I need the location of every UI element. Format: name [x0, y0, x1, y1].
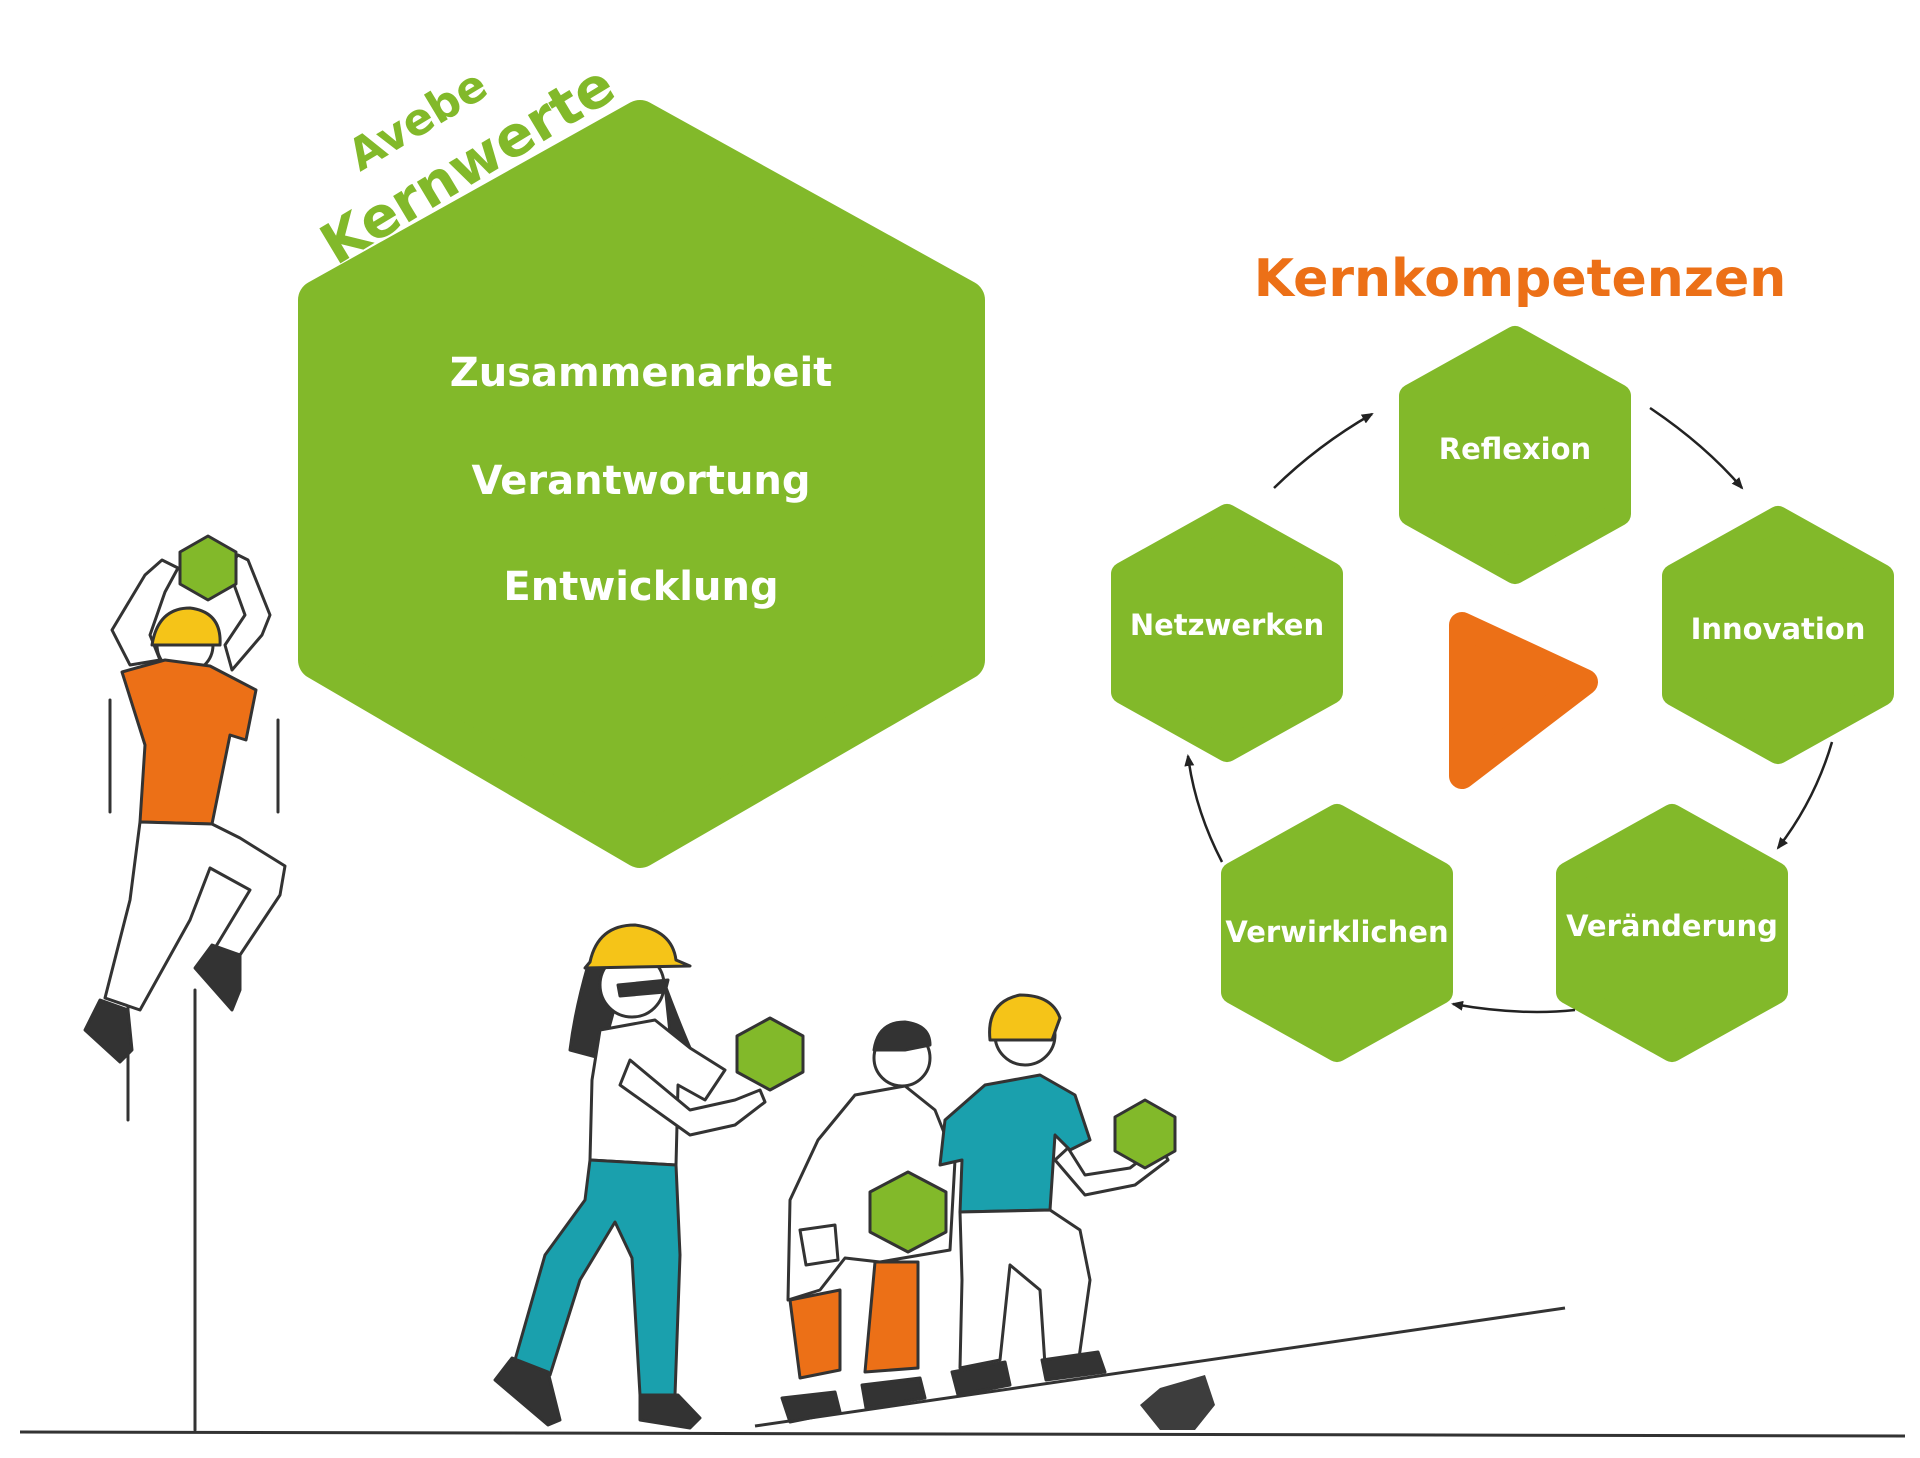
woman-arm	[618, 1058, 767, 1137]
hex-veraenderung	[1556, 804, 1788, 1062]
figure-climber	[83, 534, 287, 1432]
climber-shoe-right	[193, 943, 242, 1012]
teal-man-shirt	[938, 1073, 1092, 1214]
teal-man-hexagon	[1113, 1098, 1177, 1170]
teal-man-trousers	[958, 1208, 1092, 1370]
labcoat-pocket	[798, 1223, 840, 1267]
kompetenz-innovation: Innovation	[1691, 612, 1866, 646]
climber-legs	[103, 820, 287, 1012]
kernwerte-hexagon	[298, 100, 985, 868]
labcoat-trouser-right	[863, 1260, 920, 1374]
woman-shoe-right	[638, 1393, 702, 1430]
kompetenz-veraenderung: Veränderung	[1566, 909, 1778, 943]
kernwert-entwicklung: Entwicklung	[503, 564, 778, 610]
arrow-veraenderung-to-verwirklichen	[1451, 1000, 1576, 1014]
teal-man-helmet	[988, 993, 1062, 1042]
arrow-reflexion-to-innovation	[1649, 406, 1744, 490]
climber-hexagon	[178, 534, 238, 602]
hex-verwirklichen	[1221, 804, 1453, 1062]
labcoat-shoe-right	[860, 1376, 927, 1410]
teal-man-arm	[1053, 1143, 1170, 1197]
hex-reflexion	[1399, 326, 1631, 584]
figure-woman	[493, 923, 805, 1430]
figure-labcoat	[780, 1020, 957, 1424]
labcoat-trouser-left	[788, 1288, 842, 1380]
labcoat-hexagon	[868, 1170, 948, 1254]
woman-helmet	[583, 923, 692, 970]
kompetenz-netzwerken: Netzwerken	[1130, 608, 1324, 642]
arrow-verwirklichen-to-netzwerken	[1184, 754, 1224, 863]
woman-glasses	[616, 978, 670, 998]
labcoat-shoe-left	[780, 1390, 842, 1424]
ground-line	[19, 1430, 1906, 1438]
seesaw-plank	[754, 1306, 1566, 1428]
arrow-netzwerken-to-reflexion	[1273, 412, 1374, 489]
kernkompetenzen-title: Kernkompetenzen	[1254, 249, 1787, 309]
arrow-innovation-to-veraenderung	[1776, 741, 1834, 850]
kernkompetenzen-group: Kernkompetenzen Reflexion Innovation Ver…	[1111, 249, 1894, 1062]
kernwert-verantwortung: Verantwortung	[471, 458, 810, 504]
figure-teal-man	[938, 993, 1177, 1397]
play-icon	[1449, 612, 1598, 789]
teal-man-shoe-left	[950, 1360, 1012, 1397]
climber-shirt	[120, 658, 258, 826]
kernwerte-group: Avebe Kernwerte Zusammenarbeit Verantwor…	[298, 52, 985, 868]
woman-trousers	[513, 1158, 682, 1397]
labcoat-hair	[872, 1020, 932, 1052]
hex-netzwerken	[1111, 504, 1343, 762]
teal-man-shoe-right	[1040, 1350, 1107, 1382]
woman-shoe-left	[493, 1356, 562, 1427]
kernwert-zusammenarbeit: Zusammenarbeit	[450, 350, 833, 396]
climber-helmet	[150, 606, 222, 647]
climber-shoe-left	[83, 998, 134, 1064]
hex-innovation	[1662, 506, 1894, 764]
kompetenz-verwirklichen: Verwirklichen	[1225, 915, 1448, 949]
seesaw-pivot-hex	[1140, 1375, 1215, 1430]
woman-hexagon	[735, 1016, 805, 1092]
kompetenz-reflexion: Reflexion	[1439, 432, 1591, 466]
